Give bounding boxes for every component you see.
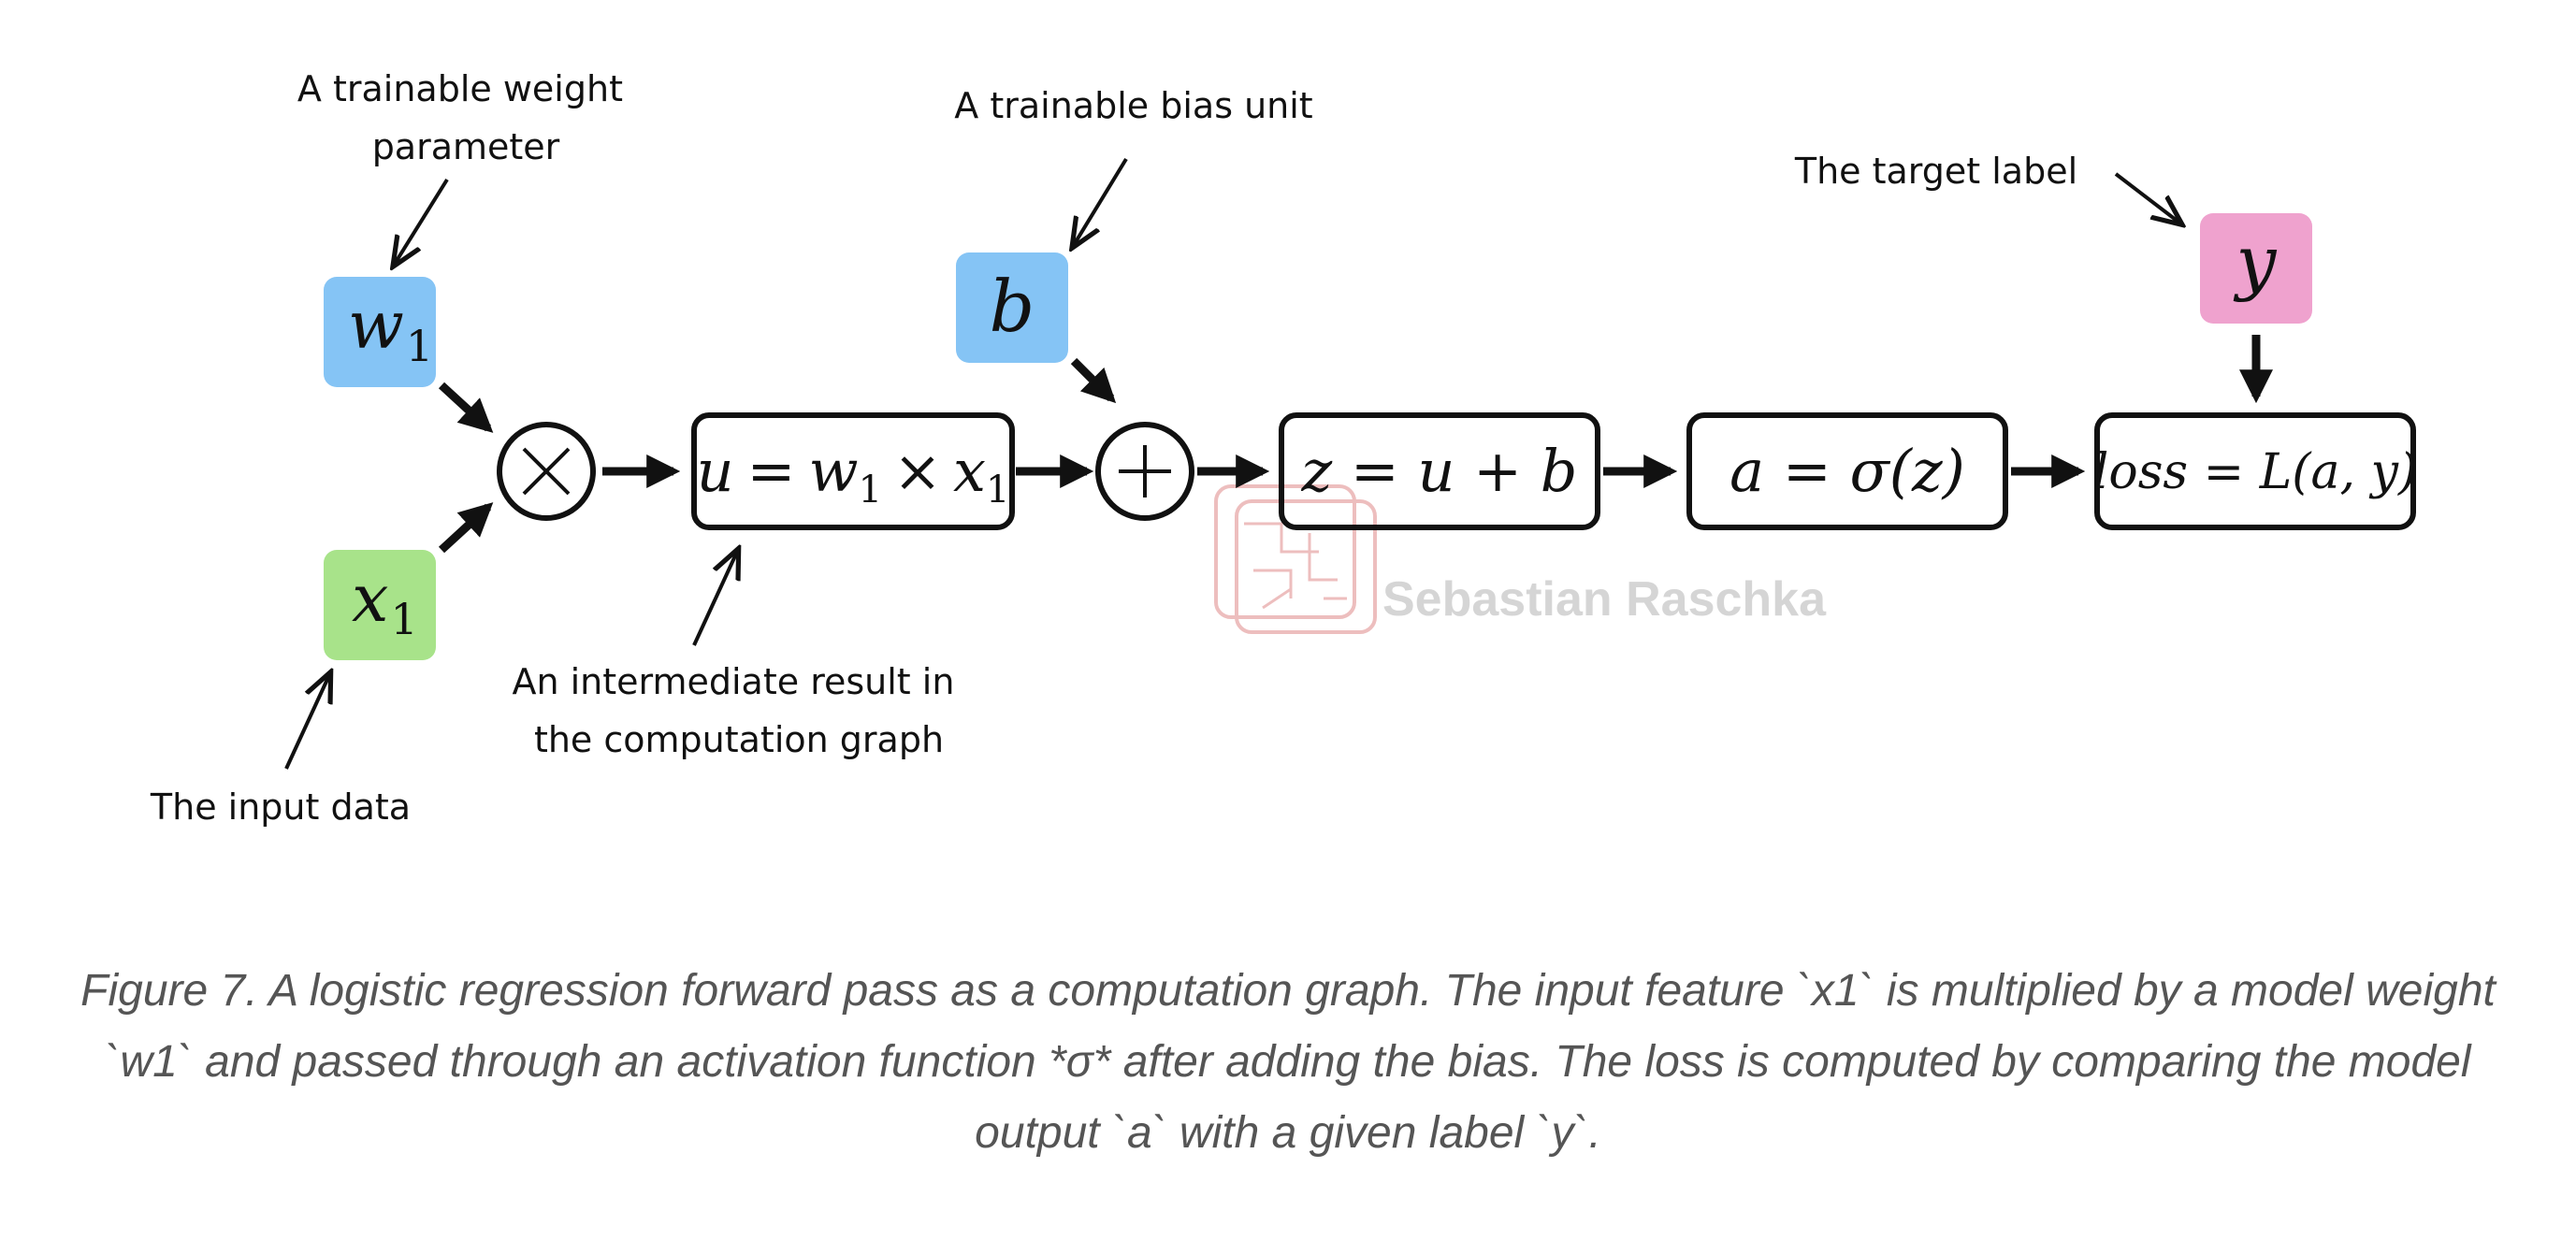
box-loss-equation: loss = L(a, y): [2093, 444, 2417, 500]
annotation-intermediate: An intermediate result in the computatio…: [512, 661, 965, 760]
node-w1-label: w1: [348, 287, 433, 371]
watermark-logo-icon: [1214, 484, 1377, 634]
arrow-x1-to-multiply: [438, 502, 494, 554]
node-y-label: y: [2234, 220, 2278, 303]
annotation-arrow-intermediate: [692, 552, 737, 646]
annotation-intermediate-line2: the computation graph: [534, 719, 944, 760]
box-a-equation: a = σ(z): [1729, 437, 1965, 505]
annotation-arrow-input: [284, 675, 329, 770]
watermark: Sebastian Raschka: [1214, 484, 1827, 634]
annotation-arrow-target: [2114, 172, 2179, 223]
annotation-target: The target label: [1794, 151, 2077, 192]
arrow-b-to-add: [1070, 357, 1117, 404]
annotation-weight-line2: parameter: [372, 126, 560, 167]
node-w1: w1: [324, 277, 436, 387]
box-loss: loss = L(a, y): [2093, 412, 2417, 530]
node-x1: x1: [324, 550, 436, 660]
box-z-equation: z = u + b: [1300, 437, 1577, 505]
annotation-bias: A trainable bias unit: [954, 85, 1312, 126]
box-z: z = u + b: [1279, 412, 1600, 530]
annotation-weight: A trainable weight parameter: [297, 68, 634, 167]
node-x1-label: x1: [352, 560, 418, 644]
node-b-label: b: [990, 265, 1035, 348]
computation-graph: Sebastian Raschka w1 x1 b y ⊗ ⊕ u=w1×x1 …: [150, 68, 2417, 828]
add-operator: ⊕: [1095, 422, 1194, 521]
annotation-arrow-weight: [395, 178, 449, 264]
annotation-weight-line1: A trainable weight: [297, 68, 623, 109]
figure-caption: Figure 7. A logistic regression forward …: [80, 966, 2496, 1158]
annotation-arrows: [284, 157, 2179, 770]
node-b: b: [956, 252, 1068, 363]
box-a: a = σ(z): [1686, 412, 2008, 530]
node-x1-box: [324, 550, 436, 660]
node-y-box: [2200, 213, 2312, 324]
annotation-arrow-bias: [1074, 157, 1128, 245]
node-y: y: [2200, 213, 2312, 324]
annotation-intermediate-line1: An intermediate result in: [512, 661, 954, 702]
box-u: u=w1×x1: [691, 412, 1015, 530]
watermark-text: Sebastian Raschka: [1382, 572, 1827, 627]
multiply-operator: ⊗: [497, 422, 596, 521]
node-w1-box: [324, 277, 436, 387]
box-u-equation: u=w1×x1: [697, 437, 1010, 512]
annotation-input: The input data: [150, 786, 411, 828]
arrow-w1-to-multiply: [438, 382, 494, 433]
node-b-box: [956, 252, 1068, 363]
flow-arrows: [438, 335, 2273, 554]
